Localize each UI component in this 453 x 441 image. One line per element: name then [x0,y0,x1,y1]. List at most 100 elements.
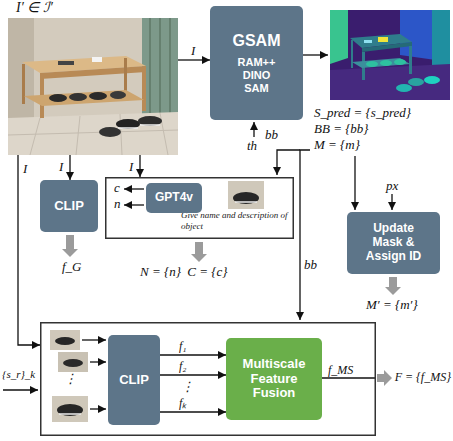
segmentation-image [378,37,388,42]
box-body: RAM++ DINO SAM [234,56,280,94]
text-block: CLIP [119,373,149,388]
flow-arrow [160,411,226,412]
object-thumbnail [228,181,264,209]
flow-arrows [3,389,38,390]
room-photo [8,112,178,155]
flow-arrows [322,377,376,378]
flow-arrow [178,59,210,60]
room-photo [142,18,178,126]
flow-arrows [277,150,300,175]
flow-arrows [391,194,392,210]
math-label: BB = {bb} [314,122,369,136]
crop-thumbnails [63,359,83,367]
crop-thumbnails [57,404,83,416]
room-photo [8,18,178,155]
flow-arrow [160,354,226,355]
segmentation-image [330,10,348,64]
math-label: f_MS [328,363,353,377]
gpt4v-box: GPT4v [146,183,202,213]
math-label: bb [265,128,278,142]
room-photo [22,64,25,104]
edge-label: fₖ [178,396,187,410]
segmentation-image [351,40,353,68]
fusion-box: Multiscale Feature Fusion [226,338,322,420]
gpt-panel: Give name and description of object GPT4v [105,177,294,239]
segmentation-image [409,46,412,74]
flow-arrow [69,155,70,180]
feature-panel: CLIP Multiscale Feature Fusion [40,322,376,436]
crop-thumbnails [52,396,88,422]
math-label: c [114,181,120,195]
box-title: GSAM [233,32,281,50]
gsam-box: GSAM RAM++ DINO SAM [210,6,303,120]
flow-arrow [18,155,40,345]
room-photo [58,61,74,65]
segmentation-image [432,10,450,65]
segmentation-image [408,78,424,86]
text-block: Update Mask & Assign ID [358,222,430,263]
math-label: n [114,197,121,211]
segmentation-image [330,10,450,100]
input-image: I′ ∈ ℐ′ [8,0,178,155]
room-photo [89,92,107,100]
room-photo [8,113,178,155]
segmentation-image [362,42,412,52]
math-label: bb [304,258,317,272]
flow-arrow [139,155,140,177]
object-thumbnail [233,192,259,204]
math-label: th [247,139,257,153]
room-photo [118,125,160,128]
output-arrows [385,277,401,295]
clip-box: CLIP [40,180,98,232]
flow-arrows [303,54,328,55]
text-block: Multiscale Feature Fusion [232,357,316,402]
object-thumbnail [228,181,264,209]
flow-arrows [300,150,310,320]
room-photo [40,66,146,79]
edge-label: f₂ [178,359,188,373]
room-photo [99,127,121,137]
math-label: ⋮ [181,380,194,394]
math-label: F = {f_MS} [395,370,451,384]
crop-thumbnails [58,352,88,372]
crop-thumbnails [55,337,75,345]
prompt-caption: Give name and description of object [181,210,291,232]
box-title: CLIP [54,199,84,214]
room-photo [142,71,146,111]
segmentation-image [424,76,440,84]
box-title: Update Mask & Assign ID [358,222,430,263]
crop-thumbnails [50,330,88,422]
box-title: CLIP [119,373,149,388]
edge-label: I [58,160,64,174]
crop-thumbnails [50,330,80,350]
image-heading: I′ ∈ ℐ′ [16,0,53,16]
flow-arrows [124,188,144,189]
segmentation-image [330,64,450,100]
math-label: px [386,179,398,193]
object-thumbnail [235,201,257,203]
edge-label: f₁ [178,339,188,353]
room-photo [8,18,34,118]
segmentation-image [396,84,412,92]
output-arrows [377,370,392,386]
box-title: GPT4v [155,191,193,205]
segmentation-image [352,58,410,68]
flow-arrows [253,122,254,137]
output-arrows [62,235,78,257]
math-label: N = {n} C = {c} [140,265,227,279]
room-photo [150,18,170,126]
segmentation-image [394,59,406,65]
math-label: M′ = {m′} [366,298,418,312]
clip-box: CLIP [108,335,160,425]
segmentation-image [380,60,392,66]
segmentation-image [366,61,378,67]
flow-arrows [354,156,355,210]
text-block: GPT4v [155,191,193,205]
edge-label: I [190,44,196,58]
edge-label: I [128,160,134,174]
flow-arrows [82,339,106,340]
math-label: M = {m} [314,138,360,152]
segmentation-image [364,40,372,43]
math-label: f_G [62,260,82,274]
